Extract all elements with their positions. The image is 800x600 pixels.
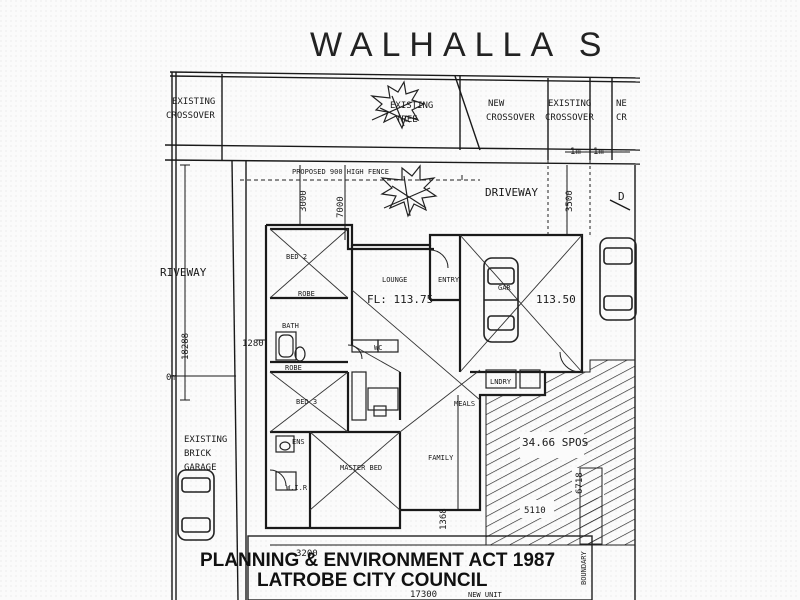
room-bath: BATH [282, 322, 299, 330]
dim-7000: 7000 [336, 196, 346, 218]
driveway-right-label: D [618, 190, 625, 203]
driveway-left-label: RIVEWAY [160, 266, 207, 279]
room-bed2: BED 2 [286, 253, 307, 261]
spos-label: 34.66 SPOS [522, 436, 588, 449]
street-name: WALHALLA S [310, 26, 610, 64]
dim-5110: 5110 [524, 506, 546, 516]
room-entry: ENTRY [438, 276, 460, 284]
existing-crossover-right-1: EXISTING [548, 99, 591, 109]
door-swings [269, 249, 581, 487]
stamp-line-1: PLANNING & ENVIRONMENT ACT 1987 [200, 550, 555, 571]
existing-brick-garage-2: BRICK [184, 449, 212, 459]
room-robe-2: ROBE [285, 364, 302, 372]
dimension-labels: 3000 7000 3500 1m 1m 18288 1280 0m 1368 … [166, 147, 604, 600]
room-wc: WC [374, 344, 382, 352]
fixtures [275, 331, 541, 491]
dim-0m: 0m [166, 373, 177, 383]
new-cr-partial-1: NE [616, 99, 627, 109]
neighbour-car-left [177, 469, 215, 541]
stamp-line-2: LATROBE CITY COUNCIL [257, 570, 488, 591]
existing-brick-garage-1: EXISTING [184, 435, 227, 445]
diagonal-lines [269, 228, 583, 511]
dim-3500: 3500 [565, 190, 575, 212]
proposed-fence-label: PROPOSED 900 HIGH FENCE [292, 168, 389, 176]
garage-car-symbol [483, 257, 519, 343]
dim-18288: 18288 [181, 333, 191, 360]
existing-crossover-left-1: EXISTING [172, 97, 215, 107]
room-master-bed: MASTER BED [340, 464, 382, 472]
new-unit-label: NEW UNIT [468, 591, 503, 599]
spos-label-bg [520, 432, 584, 458]
driveway-main-label: DRIVEWAY [485, 186, 538, 199]
room-meals: MEALS [454, 400, 475, 408]
dim-5110-bg [520, 500, 554, 518]
neighbour-car-right [599, 237, 637, 321]
dim-1368: 1368 [439, 508, 449, 530]
existing-crossover-right-2: CROSSOVER [545, 113, 594, 123]
planning-stamp: PLANNING & ENVIRONMENT ACT 1987 LATROBE … [200, 535, 593, 600]
room-ens: ENS [292, 438, 305, 446]
dim-1m-b: 1m [593, 147, 604, 157]
room-bed3: BED 3 [296, 398, 317, 406]
room-lndry: LNDRY [490, 378, 512, 386]
new-cr-partial-2: CR [616, 113, 627, 123]
existing-tree-symbol [370, 80, 426, 130]
existing-brick-garage-3: GARAGE [184, 463, 217, 473]
dim-1280: 1280 [242, 339, 264, 349]
level-labels: FL: 113.75 113.50 [367, 293, 576, 306]
room-wir: W.I.R [286, 484, 308, 492]
room-lounge: LOUNGE [382, 276, 407, 284]
new-crossover-2: CROSSOVER [486, 113, 535, 123]
dim-3200: 3200 [296, 549, 318, 559]
garage-level: 113.50 [536, 293, 576, 306]
dim-3000: 3000 [299, 190, 309, 212]
boundary-hatch [579, 467, 603, 545]
room-labels: BED 2 ROBE BATH ROBE BED 3 LOUNGE ENTRY … [282, 253, 512, 492]
room-robe-1: ROBE [298, 290, 315, 298]
floor-level: FL: 113.75 [367, 293, 433, 306]
room-family: FAMILY [428, 454, 454, 462]
dim-1m-a: 1m [570, 147, 581, 157]
existing-crossover-left-2: CROSSOVER [166, 111, 215, 121]
room-garage: GAR [498, 284, 511, 292]
dim-6718: 6718 [575, 472, 585, 494]
existing-tree-2: TREE [396, 115, 418, 125]
front-shrub-symbol [380, 164, 438, 218]
site-labels: EXISTING CROSSOVER EXISTING TREE NEW CRO… [160, 97, 627, 599]
existing-tree-1: EXISTING [390, 101, 433, 111]
dim-17300: 17300 [410, 590, 437, 600]
boundary-label: BOUNDARY [580, 550, 588, 585]
new-crossover-1: NEW [488, 99, 505, 109]
